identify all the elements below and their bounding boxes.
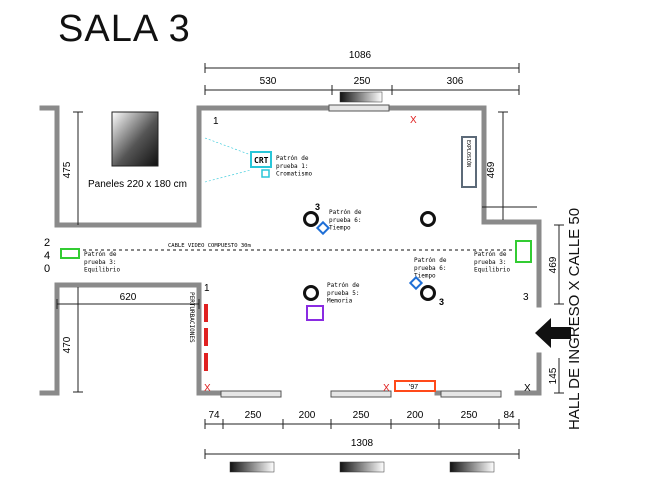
explosion-label: EXPLOSIÓN <box>465 140 472 167</box>
gradient-swatch-bottom-1 <box>229 461 275 473</box>
dim-bottom-seg-6: 250 <box>461 410 478 421</box>
left-dimensions <box>56 111 200 393</box>
dim-bottom-seg-5: 200 <box>407 410 424 421</box>
top-dimensions <box>204 63 520 95</box>
equilibrio-right-box <box>515 240 532 263</box>
dim-right-middle: 469 <box>548 256 559 273</box>
dim-top-total: 1086 <box>349 50 372 61</box>
dim-bottom-total: 1308 <box>351 438 374 449</box>
page-title: SALA 3 <box>58 8 191 50</box>
year-box <box>394 380 436 392</box>
dim-bottom-seg-1: 74 <box>208 410 220 421</box>
dim-bottom-seg-3: 200 <box>299 410 316 421</box>
marker-x-top: X <box>410 115 417 126</box>
dim-right-lower: 145 <box>548 367 559 384</box>
marker-3-circle-top: 3 <box>315 202 320 212</box>
dim-bottom-seg-4: 250 <box>353 410 370 421</box>
entrance-arrow-icon <box>535 318 571 348</box>
tv-circle-bottom-left <box>303 285 319 301</box>
marker-x-bottom-left: X <box>204 383 211 394</box>
crt-box <box>250 151 272 168</box>
dim-bottom-seg-7: 84 <box>503 410 515 421</box>
marker-1-top: 1 <box>213 116 219 127</box>
panels-label: Paneles 220 x 180 cm <box>88 179 187 190</box>
explosion-panel <box>461 136 477 188</box>
tv-circle-top-left <box>303 211 319 227</box>
dim-left-corridor-3: 0 <box>44 263 50 275</box>
dim-top-seg-1: 530 <box>260 76 277 87</box>
marker-1-mid: 1 <box>204 283 210 294</box>
dim-top-seg-2: 250 <box>354 76 371 87</box>
marker-3-circle-bottom: 3 <box>439 297 444 307</box>
cable-label: CABLE VIDEO COMPUESTO 30m <box>168 243 251 249</box>
marker-3-right: 3 <box>523 292 529 303</box>
crt-projection-lines <box>204 137 252 183</box>
cromatismo-square <box>261 169 270 178</box>
marker-x-bottom-mid: X <box>383 383 390 394</box>
crt-label: CRT <box>254 156 269 165</box>
gradient-swatch-bottom-2 <box>339 461 385 473</box>
dim-left-upper: 475 <box>62 161 73 178</box>
dim-left-corridor-1: 2 <box>44 237 50 249</box>
tiempo-square-top <box>315 220 331 236</box>
memoria-box <box>306 305 324 321</box>
perturbaciones-label: PERTURBACIONES <box>188 292 195 343</box>
tv-circle-top-right <box>420 211 436 227</box>
right-dimensions <box>482 111 564 394</box>
dim-left-lower: 470 <box>62 336 73 353</box>
marker-x-bottom-right: X <box>524 383 531 394</box>
gradient-swatch-top <box>339 91 383 103</box>
year-box-label: '97 <box>409 384 418 391</box>
entrance-label: HALL DE INGRESO X CALLE 50 <box>566 207 583 430</box>
dim-right-upper: 469 <box>486 161 497 178</box>
equilibrio-left-box <box>60 248 80 259</box>
gradient-swatch-bottom-3 <box>449 461 495 473</box>
tiempo-square-bottom <box>408 275 424 291</box>
bottom-dimensions <box>204 419 520 459</box>
wall-panels <box>220 104 502 398</box>
dim-bottom-seg-2: 250 <box>245 410 262 421</box>
dim-corridor-width: 620 <box>120 292 137 303</box>
dim-top-seg-3: 306 <box>447 76 464 87</box>
dim-left-corridor-2: 4 <box>44 250 50 262</box>
tv-circle-bottom-right <box>420 285 436 301</box>
panels-image <box>111 111 159 167</box>
